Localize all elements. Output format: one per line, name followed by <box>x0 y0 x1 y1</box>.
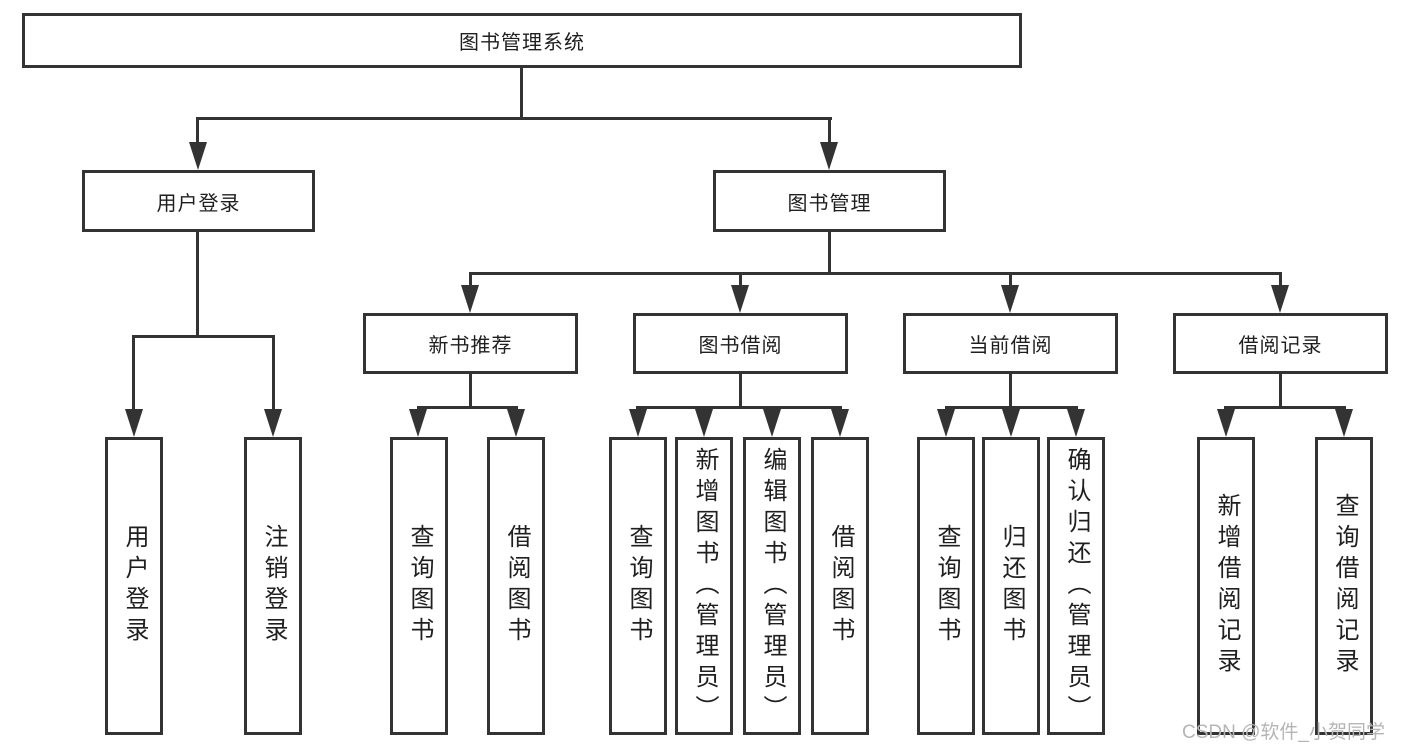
leaf-current-confirm-return: 确认归还（管理员） <box>1047 437 1105 735</box>
connector <box>469 272 472 288</box>
connector <box>196 232 199 338</box>
connector <box>272 335 275 411</box>
node-user-login: 用户登录 <box>82 170 315 232</box>
leaf-records-query-record-label: 查询借阅记录 <box>1331 493 1358 679</box>
arrowhead <box>507 409 525 437</box>
connector <box>132 335 275 338</box>
arrowhead <box>820 142 838 170</box>
arrowhead <box>264 409 282 437</box>
leaf-records-add-record-label: 新增借阅记录 <box>1213 493 1240 679</box>
node-book-borrow: 图书借阅 <box>633 313 848 374</box>
connector <box>1224 406 1346 409</box>
connector <box>828 117 831 145</box>
connector <box>520 68 523 120</box>
leaf-borrow-add-books-label: 新增图书（管理员） <box>691 446 718 726</box>
leaf-records-add-record: 新增借阅记录 <box>1197 437 1255 735</box>
leaf-current-query-books-label: 查询图书 <box>933 524 960 648</box>
leaf-recommend-query-books: 查询图书 <box>390 437 448 735</box>
leaf-recommend-borrow-books-label: 借阅图书 <box>503 524 530 648</box>
connector <box>469 374 472 407</box>
connector <box>469 272 1282 275</box>
connector <box>1279 272 1282 288</box>
leaf-borrow-borrow-books: 借阅图书 <box>811 437 869 735</box>
arrowhead <box>831 409 849 437</box>
arrowhead <box>1271 285 1289 313</box>
leaf-recommend-borrow-books: 借阅图书 <box>487 437 545 735</box>
connector <box>196 117 199 145</box>
node-new-book-recommend: 新书推荐 <box>363 313 578 374</box>
node-current-borrow-label: 当前借阅 <box>968 335 1053 357</box>
connector <box>636 406 842 409</box>
leaf-records-query-record: 查询借阅记录 <box>1315 437 1373 735</box>
leaf-borrow-query-books: 查询图书 <box>609 437 667 735</box>
node-user-login-label: 用户登录 <box>156 192 241 215</box>
node-book-management: 图书管理 <box>713 170 946 232</box>
arrowhead <box>461 285 479 313</box>
arrowhead <box>731 285 749 313</box>
node-book-management-label: 图书管理 <box>787 192 872 215</box>
leaf-current-return-books-label: 归还图书 <box>998 524 1025 648</box>
csdn-watermark: CSDN @软件_小贺同学 <box>1182 722 1385 743</box>
leaf-user-login: 用户登录 <box>105 437 163 735</box>
connector <box>828 232 831 275</box>
node-root-label: 图书管理系统 <box>459 32 585 54</box>
arrowhead <box>1217 409 1235 437</box>
arrowhead <box>937 409 955 437</box>
connector <box>132 335 135 411</box>
leaf-logout: 注销登录 <box>244 437 302 735</box>
connector <box>196 117 832 120</box>
connector <box>945 406 1078 409</box>
connector <box>1009 272 1012 288</box>
node-borrow-records: 借阅记录 <box>1173 313 1388 374</box>
node-borrow-records-label: 借阅记录 <box>1238 335 1323 357</box>
arrowhead <box>125 409 143 437</box>
arrowhead <box>1002 409 1020 437</box>
arrowhead <box>695 409 713 437</box>
arrowhead <box>763 409 781 437</box>
leaf-current-return-books: 归还图书 <box>982 437 1040 735</box>
node-root: 图书管理系统 <box>22 13 1022 68</box>
leaf-borrow-borrow-books-label: 借阅图书 <box>827 524 854 648</box>
leaf-current-confirm-return-label: 确认归还（管理员） <box>1063 446 1090 726</box>
leaf-current-query-books: 查询图书 <box>917 437 975 735</box>
leaf-borrow-edit-books: 编辑图书（管理员） <box>743 437 801 735</box>
node-current-borrow: 当前借阅 <box>903 313 1118 374</box>
connector <box>739 272 742 288</box>
arrowhead <box>189 142 207 170</box>
arrowhead <box>1001 285 1019 313</box>
arrowhead <box>1335 409 1353 437</box>
arrowhead <box>409 409 427 437</box>
leaf-recommend-query-books-label: 查询图书 <box>406 524 433 648</box>
leaf-borrow-query-books-label: 查询图书 <box>625 524 652 648</box>
leaf-logout-label: 注销登录 <box>260 524 287 648</box>
connector <box>1279 374 1282 407</box>
leaf-borrow-add-books: 新增图书（管理员） <box>675 437 733 735</box>
connector <box>417 406 518 409</box>
arrowhead <box>629 409 647 437</box>
leaf-borrow-edit-books-label: 编辑图书（管理员） <box>759 446 786 726</box>
connector <box>1009 374 1012 407</box>
node-new-book-recommend-label: 新书推荐 <box>428 335 513 357</box>
leaf-user-login-label: 用户登录 <box>121 524 148 648</box>
connector <box>739 374 742 407</box>
node-book-borrow-label: 图书借阅 <box>698 335 783 357</box>
arrowhead <box>1067 409 1085 437</box>
